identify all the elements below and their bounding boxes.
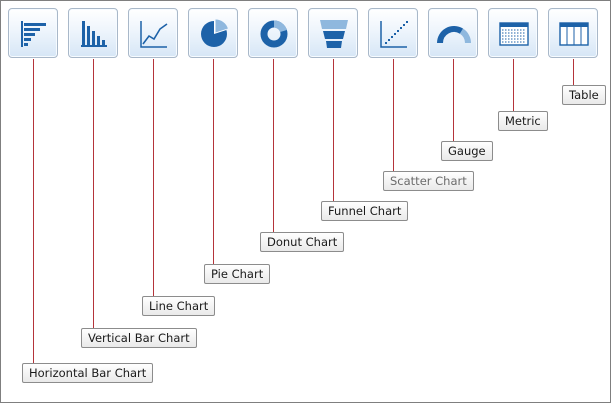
vertical-bar-chart-button[interactable] [68,8,118,58]
label-line-chart: Line Chart [142,296,216,316]
label-pie-chart: Pie Chart [204,264,271,284]
funnel-chart-icon [320,20,348,48]
pie-chart-button[interactable] [188,8,238,58]
leader-line-metric [513,59,514,111]
line-chart-button[interactable] [128,8,178,58]
label-gauge: Gauge [441,141,493,161]
donut-chart-button[interactable] [248,8,298,58]
label-table: Table [562,85,606,105]
table-icon [559,22,589,46]
scatter-chart-button[interactable] [368,8,418,58]
leader-line-gauge [453,59,454,141]
donut-chart-icon [260,20,288,48]
label-scatter-chart: Scatter Chart [383,171,474,191]
leader-line-vertical-bar [93,59,94,329]
vertical-bar-chart-icon [81,21,107,47]
table-button[interactable] [548,8,598,58]
metric-button[interactable] [488,8,538,58]
label-vertical-bar-chart: Vertical Bar Chart [81,328,197,348]
leader-line-horizontal-bar [33,59,34,364]
metric-icon [499,22,529,46]
horizontal-bar-chart-button[interactable] [8,8,58,58]
label-donut-chart: Donut Chart [260,232,345,252]
leader-line-line-chart [153,59,154,297]
leader-line-funnel-chart [333,59,334,201]
line-chart-icon [140,21,168,48]
leader-line-donut-chart [273,59,274,233]
label-horizontal-bar-chart: Horizontal Bar Chart [22,363,154,383]
leader-line-scatter-chart [393,59,394,171]
leader-line-pie-chart [213,59,214,265]
pie-chart-icon [201,19,228,47]
leader-line-table [573,59,574,85]
horizontal-bar-chart-icon [21,21,46,47]
gauge-icon [437,26,471,44]
scatter-chart-icon [380,21,408,48]
gauge-button[interactable] [428,8,478,58]
label-funnel-chart: Funnel Chart [321,201,409,221]
label-metric: Metric [498,111,548,131]
funnel-chart-button[interactable] [308,8,358,58]
